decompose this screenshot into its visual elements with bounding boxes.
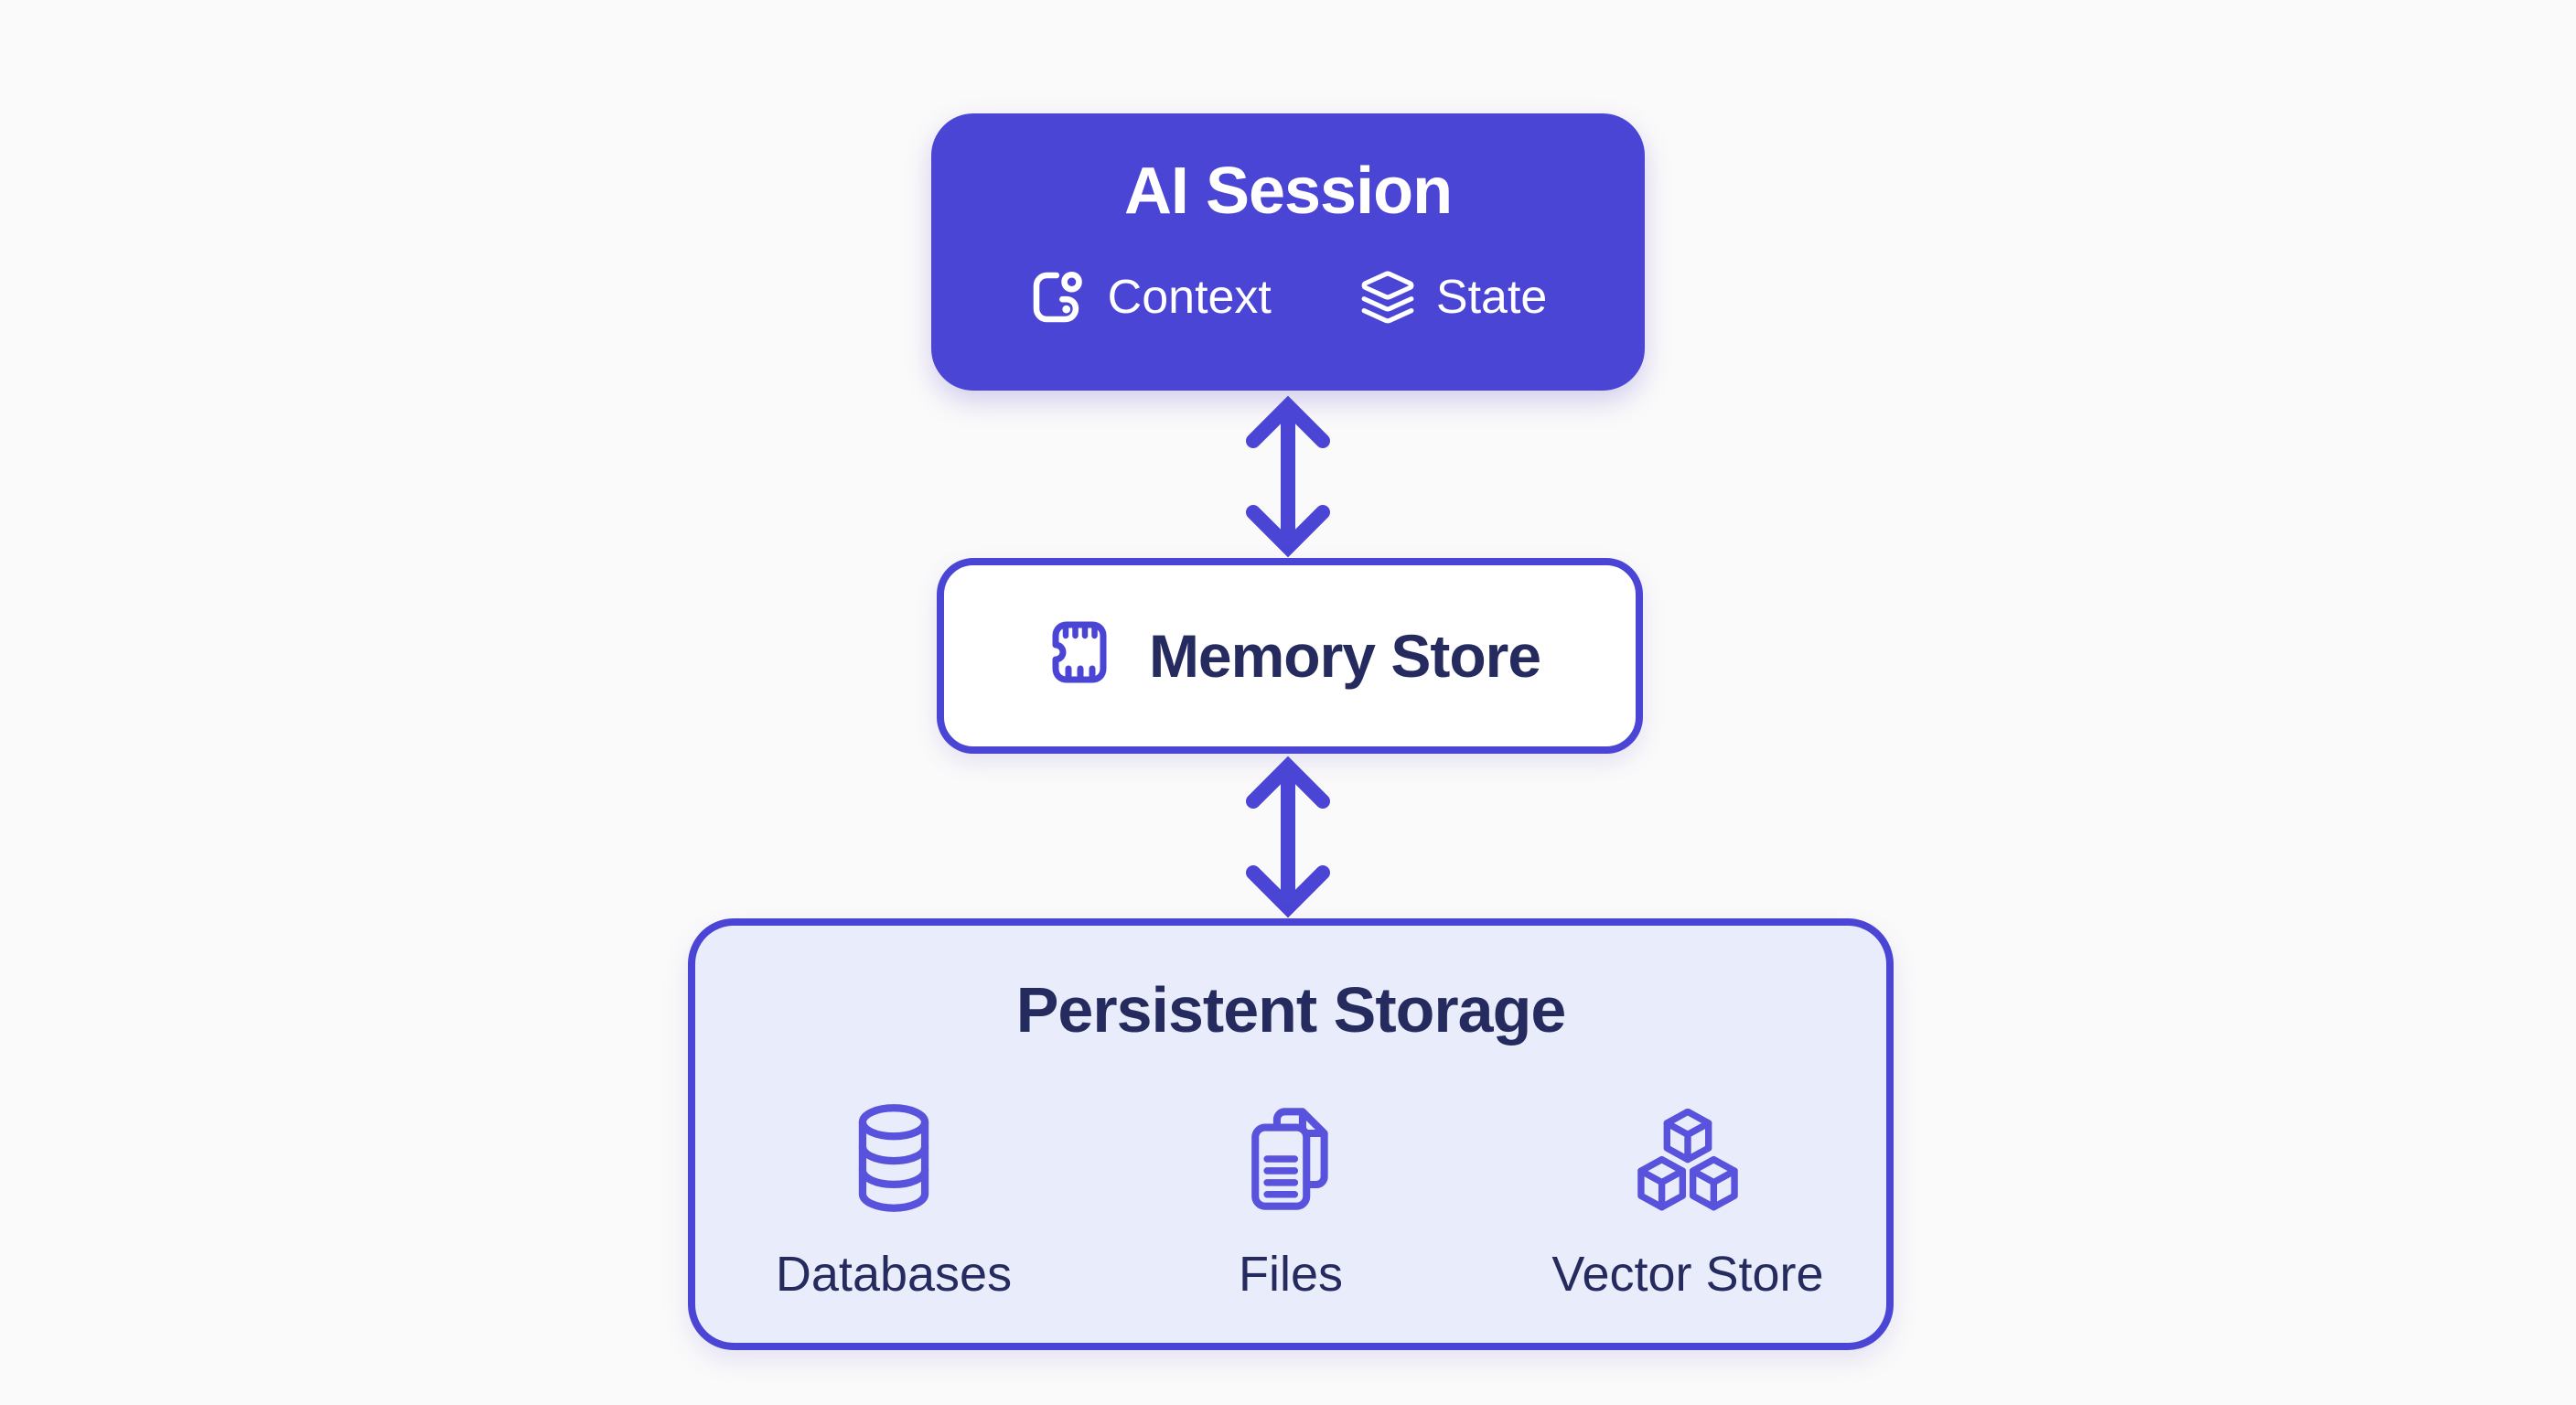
files-icon — [1251, 1108, 1328, 1210]
storage-item-vector-store: Vector Store — [1489, 1096, 1886, 1303]
ai-session-badges: Context State — [1029, 268, 1547, 327]
bidirectional-arrow-top — [1246, 395, 1330, 558]
memory-chip-icon — [1052, 621, 1107, 683]
context-badge-label: Context — [1107, 271, 1272, 325]
database-icon — [858, 1104, 929, 1212]
context-badge: Context — [1029, 268, 1272, 327]
context-icon — [1033, 272, 1082, 323]
ai-session-title: AI Session — [1123, 155, 1453, 228]
memory-store-title: Memory Store — [1148, 622, 1541, 690]
storage-item-databases: Databases — [695, 1096, 1092, 1303]
memory-store-node: Memory Store — [937, 558, 1643, 754]
persistent-storage-title: Persistent Storage — [1015, 974, 1567, 1046]
persistent-storage-items: Databases Files — [695, 1096, 1886, 1303]
persistent-storage-node: Persistent Storage Databases — [688, 918, 1894, 1350]
vector-store-label: Vector Store — [1551, 1247, 1824, 1302]
state-badge-label: State — [1435, 271, 1548, 325]
bidirectional-arrow-bottom — [1246, 756, 1330, 918]
layers-icon — [1361, 271, 1414, 324]
state-badge: State — [1359, 269, 1547, 326]
storage-item-files: Files — [1092, 1096, 1489, 1303]
cubes-icon — [1637, 1109, 1738, 1211]
files-label: Files — [1238, 1247, 1343, 1302]
databases-label: Databases — [775, 1247, 1013, 1302]
ai-session-node: AI Session Context State — [931, 113, 1645, 391]
